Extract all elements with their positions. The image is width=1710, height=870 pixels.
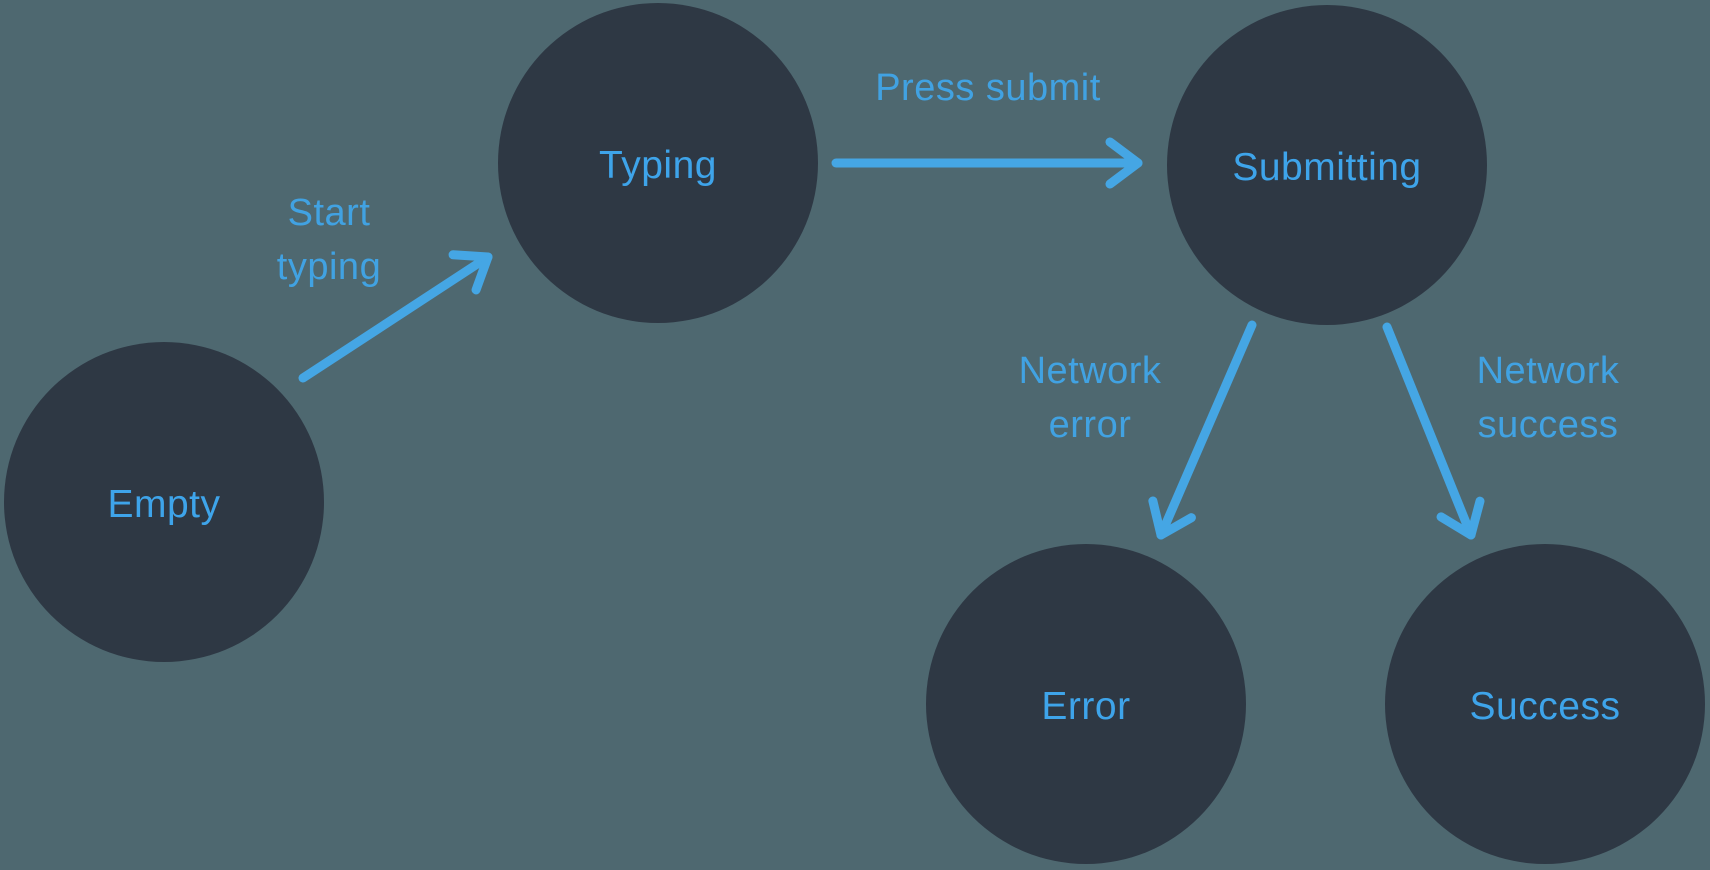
transition-label-line: Network xyxy=(1476,350,1620,392)
arrow-submitting-to-error xyxy=(1148,320,1257,540)
transition-label-network-success: Network success xyxy=(1477,344,1620,452)
arrow-submitting-to-success xyxy=(1382,322,1485,540)
transition-label-start-typing: Start typing xyxy=(277,186,381,294)
transition-label-line: Network xyxy=(1018,350,1162,392)
transition-label-line: typing xyxy=(276,246,382,288)
state-node-submitting-label: Submitting xyxy=(1232,146,1422,189)
state-node-submitting: Submitting xyxy=(1167,5,1487,325)
state-node-error: Error xyxy=(926,544,1246,864)
state-node-empty: Empty xyxy=(4,342,324,662)
transition-label-line: Start xyxy=(287,192,371,234)
transition-label-line: success xyxy=(1477,404,1619,446)
state-node-empty-label: Empty xyxy=(107,483,221,526)
state-node-typing: Typing xyxy=(498,3,818,323)
transition-label-line: Press submit xyxy=(875,67,1101,109)
state-node-error-label: Error xyxy=(1041,685,1131,728)
transition-label-network-error: Network error xyxy=(1019,344,1162,452)
state-node-typing-label: Typing xyxy=(599,144,717,187)
transition-label-line: error xyxy=(1048,404,1132,446)
state-node-success-label: Success xyxy=(1469,685,1621,728)
transition-label-press-submit: Press submit xyxy=(875,61,1101,115)
state-node-success: Success xyxy=(1385,544,1705,864)
